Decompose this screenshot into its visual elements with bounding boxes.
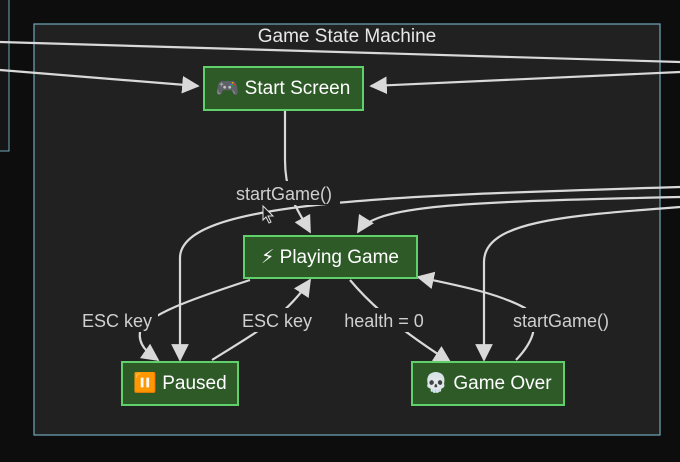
- node-label: Playing Game: [280, 247, 399, 268]
- svg-text:⚡ Playing Game: ⚡ Playing Game: [261, 247, 399, 268]
- edge-right-to-over: [475, 205, 680, 362]
- edge-over-to-playing: [416, 271, 535, 361]
- edge-label-bg: [77, 308, 158, 332]
- edge-label-bg: [337, 308, 432, 332]
- svg-text:🎮 Start Screen: 🎮 Start Screen: [216, 78, 351, 99]
- skull-icon: 💀: [424, 371, 448, 394]
- node-box: [411, 361, 565, 406]
- edge-label-bg: [505, 308, 618, 332]
- pause-icon: ⏸️: [133, 371, 157, 394]
- edge-label-esc-to-paused: ESC key: [82, 311, 152, 331]
- edge-label-esc-to-playing: ESC key: [242, 311, 312, 331]
- cluster-title: Game State Machine: [258, 26, 436, 47]
- edge-labels: startGame() ESC key ESC key health = 0 s…: [77, 181, 618, 332]
- edge-external-to-start: [0, 68, 200, 94]
- node-label: Paused: [162, 373, 226, 394]
- svg-text:💀 Game Over: 💀 Game Over: [424, 371, 552, 394]
- edge-label-bg: [237, 308, 318, 332]
- node-playing-game[interactable]: ⚡ Playing Game: [243, 235, 418, 279]
- node-box: [121, 361, 239, 406]
- node-start-screen[interactable]: 🎮 Start Screen: [203, 66, 364, 111]
- svg-text:⏸️ Paused: ⏸️ Paused: [133, 371, 226, 394]
- edge-right-to-start: [369, 70, 680, 95]
- node-label: Start Screen: [245, 78, 351, 99]
- edge-label-health-zero: health = 0: [344, 311, 424, 331]
- node-game-over[interactable]: 💀 Game Over: [411, 361, 565, 406]
- edge-label-start-game: startGame(): [236, 184, 332, 204]
- node-paused[interactable]: ⏸️ Paused: [121, 361, 239, 406]
- edge-external-top: [0, 40, 680, 64]
- edge-right-to-paused: [171, 185, 680, 362]
- node-box: [243, 235, 418, 279]
- node-label: Game Over: [453, 373, 552, 394]
- mouse-cursor-icon: [262, 204, 275, 224]
- edge-label-start-game-restart: startGame(): [513, 311, 609, 331]
- gamepad-icon: 🎮: [216, 78, 240, 99]
- external-panel-edge: [0, 0, 10, 152]
- lightning-icon: ⚡: [261, 247, 274, 268]
- edge-right-to-playing: [357, 195, 680, 234]
- edge-label-bg: [229, 181, 340, 205]
- node-box: [203, 66, 364, 111]
